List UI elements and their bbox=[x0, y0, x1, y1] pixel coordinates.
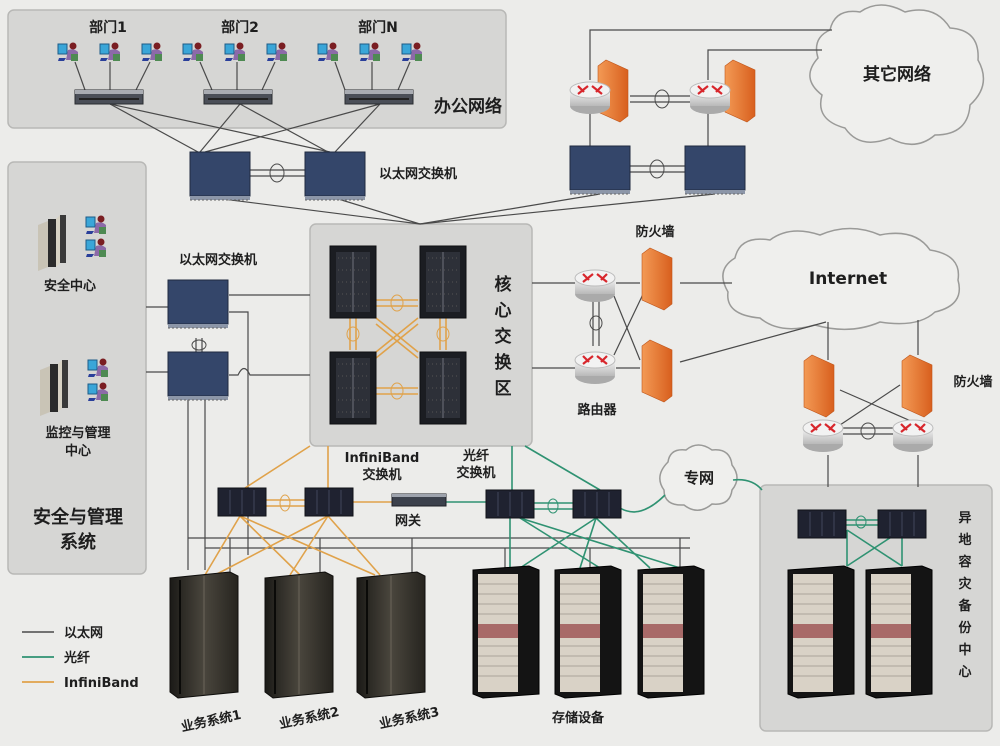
eth-switch-left-1 bbox=[167, 279, 229, 329]
storage-rack-3 bbox=[637, 565, 705, 699]
eth-switch-tr-1 bbox=[569, 145, 631, 195]
backup-zone-char: 地 bbox=[958, 532, 971, 548]
router-label: 路由器 bbox=[577, 402, 617, 418]
legend-infiniband-label: InfiniBand bbox=[64, 676, 139, 691]
ethernet-links bbox=[109, 29, 921, 574]
legend-fiber-label: 光纤 bbox=[63, 650, 90, 666]
firewall-top-label: 防火墙 bbox=[635, 224, 674, 240]
office-pcs bbox=[57, 42, 423, 62]
office-hub-2 bbox=[203, 89, 273, 105]
security-zone-label-1: 安全与管理 bbox=[33, 506, 123, 528]
eth-switch-left-2 bbox=[167, 351, 229, 401]
eth-switch-tr-2 bbox=[684, 145, 746, 195]
core-switch-3 bbox=[329, 351, 377, 425]
firewall-icon bbox=[901, 354, 933, 418]
monitor-center-label-2: 中心 bbox=[65, 443, 91, 459]
backup-switch-1 bbox=[797, 509, 847, 539]
business-system-3-label: 业务系统3 bbox=[378, 704, 441, 732]
other-network-label: 其它网络 bbox=[863, 64, 931, 85]
router-icon bbox=[688, 80, 732, 116]
ib-switch-label-2: 交换机 bbox=[362, 467, 401, 483]
core-zone-char: 心 bbox=[495, 301, 512, 321]
internet-cloud bbox=[722, 227, 960, 331]
security-center-label: 安全中心 bbox=[44, 278, 96, 294]
backup-zone-char: 心 bbox=[958, 665, 971, 680]
private-network-cloud bbox=[659, 444, 738, 511]
router-icon bbox=[801, 418, 845, 454]
server-icon bbox=[40, 360, 68, 416]
backup-zone-char: 异 bbox=[958, 511, 971, 526]
legend: 以太网 光纤 InfiniBand bbox=[22, 625, 139, 691]
backup-storage-rack-1 bbox=[787, 565, 855, 699]
backup-zone-char: 灾 bbox=[958, 576, 972, 592]
backup-zone-char: 份 bbox=[958, 620, 972, 636]
core-zone-char: 区 bbox=[495, 379, 512, 399]
backup-storage-rack-2 bbox=[865, 565, 933, 699]
storage-rack-2 bbox=[554, 565, 622, 699]
gateway-label: 网关 bbox=[395, 513, 421, 529]
eth-switch-top-1 bbox=[189, 151, 251, 201]
firewall-icon bbox=[641, 339, 673, 403]
router-icon bbox=[573, 350, 617, 386]
pc-links bbox=[74, 61, 411, 91]
router-icon bbox=[573, 268, 617, 304]
backup-zone-char: 备 bbox=[957, 598, 972, 614]
business-system-2-label: 业务系统2 bbox=[278, 704, 341, 732]
router-icon bbox=[568, 80, 612, 116]
dept-n-label: 部门N bbox=[358, 19, 398, 36]
office-hub-n bbox=[344, 89, 414, 105]
core-switch-1 bbox=[329, 245, 377, 319]
server-icon bbox=[38, 215, 66, 271]
fiber-links bbox=[444, 445, 903, 569]
backup-zone-char: 容 bbox=[957, 554, 971, 570]
infiniband-switch-2 bbox=[304, 487, 354, 517]
business-system-rack-3 bbox=[356, 571, 426, 699]
link-aggregation-rings bbox=[191, 89, 876, 529]
business-system-1-label: 业务系统1 bbox=[180, 707, 243, 735]
core-switch-2 bbox=[419, 245, 467, 319]
core-zone-char: 换 bbox=[495, 352, 513, 373]
core-zone-label: 核 心 交 换 区 bbox=[495, 274, 513, 399]
eth-switch-top-label: 以太网交换机 bbox=[379, 166, 457, 182]
dept-1-label: 部门1 bbox=[89, 19, 127, 36]
fiber-switch-1 bbox=[485, 489, 535, 519]
router-icon bbox=[891, 418, 935, 454]
core-zone-char: 交 bbox=[495, 326, 512, 347]
security-zone-label-2: 系统 bbox=[60, 531, 96, 553]
private-network-label: 专网 bbox=[684, 469, 714, 487]
gateway-device bbox=[391, 493, 447, 507]
firewall-icon bbox=[641, 247, 673, 311]
backup-zone-char: 中 bbox=[958, 642, 971, 658]
eth-switch-left-label: 以太网交换机 bbox=[179, 252, 257, 268]
ib-switch-label-1: InfiniBand bbox=[345, 451, 420, 466]
fiber-switch-label-1: 光纤 bbox=[462, 448, 489, 464]
office-network-label: 办公网络 bbox=[434, 96, 502, 117]
business-system-rack-2 bbox=[264, 571, 334, 699]
infiniband-links bbox=[204, 299, 447, 576]
fiber-switch-2 bbox=[572, 489, 622, 519]
business-system-rack-1 bbox=[169, 571, 239, 699]
storage-rack-1 bbox=[472, 565, 540, 699]
backup-zone-label: 异 地 容 灾 备 份 中 心 bbox=[957, 511, 972, 680]
fiber-switch-label-2: 交换机 bbox=[456, 465, 495, 481]
internet-label: Internet bbox=[809, 269, 887, 289]
firewall-right-label: 防火墙 bbox=[953, 374, 992, 390]
eth-switch-top-2 bbox=[304, 151, 366, 201]
infiniband-switch-1 bbox=[217, 487, 267, 517]
office-hub-1 bbox=[74, 89, 144, 105]
backup-switch-2 bbox=[877, 509, 927, 539]
dept-2-label: 部门2 bbox=[221, 19, 259, 36]
firewall-icon bbox=[803, 354, 835, 418]
storage-label: 存储设备 bbox=[552, 710, 605, 726]
monitor-center-label-1: 监控与管理 bbox=[45, 425, 110, 441]
other-network-cloud bbox=[809, 4, 985, 145]
legend-ethernet-label: 以太网 bbox=[64, 625, 103, 641]
core-zone-char: 核 bbox=[495, 274, 512, 295]
core-switch-4 bbox=[419, 351, 467, 425]
